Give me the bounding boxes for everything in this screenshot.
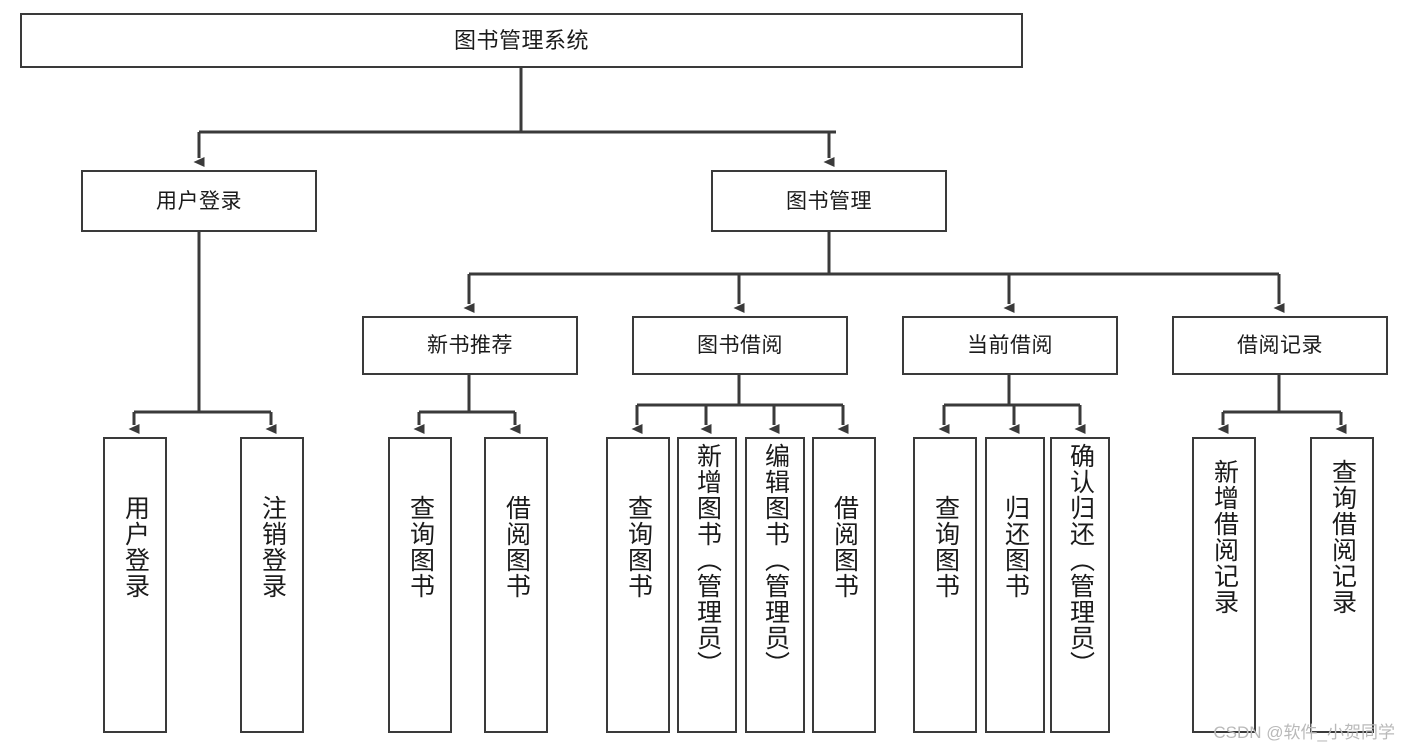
leaf-query-book-newbook-label: 查询图书 — [406, 495, 435, 599]
leaf-return-book[interactable]: 归还图书 — [985, 437, 1045, 733]
leaf-query-borrow-record-label: 查询借阅记录 — [1328, 459, 1357, 615]
node-book-borrow[interactable]: 图书借阅 — [632, 316, 848, 375]
leaf-borrow-book-newbook-label: 借阅图书 — [502, 495, 531, 599]
node-user-login[interactable]: 用户登录 — [81, 170, 317, 232]
leaf-user-login-label: 用户登录 — [121, 495, 150, 599]
leaf-add-book-admin-label: 新增图书（管理员） — [693, 443, 722, 677]
node-book-borrow-label: 图书借阅 — [697, 334, 783, 357]
leaf-query-book-current-label: 查询图书 — [931, 495, 960, 599]
leaf-query-book-borrow-label: 查询图书 — [624, 495, 653, 599]
leaf-return-book-label: 归还图书 — [1001, 495, 1030, 599]
csdn-watermark: CSDN @软件_小贺同学 — [1213, 723, 1395, 742]
leaf-query-book-borrow[interactable]: 查询图书 — [606, 437, 670, 733]
node-root[interactable]: 图书管理系统 — [20, 13, 1023, 68]
node-new-book-recommendation-label: 新书推荐 — [427, 334, 513, 357]
leaf-query-book-current[interactable]: 查询图书 — [913, 437, 977, 733]
leaf-confirm-return-admin[interactable]: 确认归还（管理员） — [1050, 437, 1110, 733]
leaf-add-borrow-record[interactable]: 新增借阅记录 — [1192, 437, 1256, 733]
leaf-add-borrow-record-label: 新增借阅记录 — [1210, 459, 1239, 615]
node-book-management[interactable]: 图书管理 — [711, 170, 947, 232]
node-root-label: 图书管理系统 — [453, 27, 589, 53]
leaf-query-borrow-record[interactable]: 查询借阅记录 — [1310, 437, 1374, 733]
node-new-book-recommendation[interactable]: 新书推荐 — [362, 316, 578, 375]
node-borrow-record-label: 借阅记录 — [1237, 334, 1323, 357]
node-user-login-label: 用户登录 — [156, 189, 242, 213]
node-current-borrow[interactable]: 当前借阅 — [902, 316, 1118, 375]
leaf-logout[interactable]: 注销登录 — [240, 437, 304, 733]
node-book-management-label: 图书管理 — [786, 189, 872, 213]
leaf-logout-label: 注销登录 — [258, 495, 287, 599]
leaf-borrow-book-borrow[interactable]: 借阅图书 — [812, 437, 876, 733]
leaf-borrow-book-borrow-label: 借阅图书 — [830, 495, 859, 599]
node-current-borrow-label: 当前借阅 — [967, 334, 1053, 357]
leaf-query-book-newbook[interactable]: 查询图书 — [388, 437, 452, 733]
leaf-user-login[interactable]: 用户登录 — [103, 437, 167, 733]
leaf-borrow-book-newbook[interactable]: 借阅图书 — [484, 437, 548, 733]
leaf-edit-book-admin[interactable]: 编辑图书（管理员） — [745, 437, 805, 733]
leaf-edit-book-admin-label: 编辑图书（管理员） — [761, 443, 790, 677]
leaf-confirm-return-admin-label: 确认归还（管理员） — [1066, 443, 1095, 677]
leaf-add-book-admin[interactable]: 新增图书（管理员） — [677, 437, 737, 733]
node-borrow-record[interactable]: 借阅记录 — [1172, 316, 1388, 375]
